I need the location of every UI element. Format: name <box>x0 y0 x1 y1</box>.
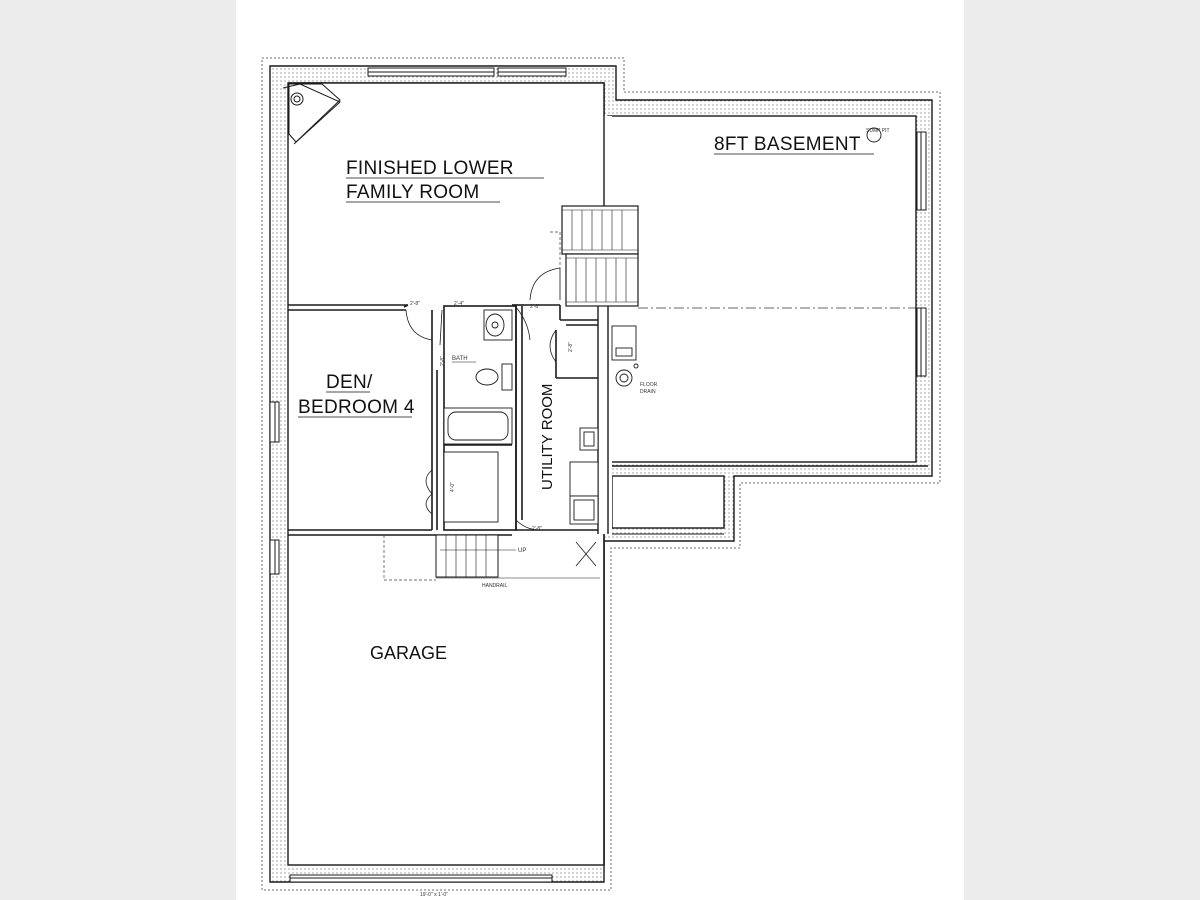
den-label-1: DEN/ <box>326 372 373 393</box>
bath-label: BATH <box>452 356 468 362</box>
door-dim-2: 2'-4" <box>454 301 464 307</box>
door-dim-4: 2'-8" <box>440 356 446 366</box>
basement-label: 8FT BASEMENT <box>714 134 861 155</box>
stair-treads <box>562 209 638 303</box>
handrail-note: HANDRAIL <box>482 583 508 589</box>
family-room-label-1: FINISHED LOWER <box>346 158 514 179</box>
family-room-label-2: FAMILY ROOM <box>346 182 480 203</box>
stair-lower <box>435 534 499 578</box>
floor-plan-sheet: FINISHED LOWER FAMILY ROOM 8FT BASEMENT … <box>236 0 964 900</box>
door-dim-3: 2'-8" <box>530 304 540 310</box>
utility-fixtures <box>569 127 882 525</box>
fireplace <box>282 83 341 145</box>
door-dim-6: 4'-0" <box>450 482 456 492</box>
sump-pit-note: SUMP PIT <box>866 128 890 134</box>
floor-drain-note-2: DRAIN <box>640 389 656 395</box>
floor-opening-x <box>575 541 597 567</box>
door-dim-5: 2'-8" <box>568 342 574 352</box>
floor-drain-note-1: FLOOR <box>640 382 658 388</box>
den-label-2: BEDROOM 4 <box>298 397 415 418</box>
bath-fixtures <box>443 309 513 523</box>
garage-label: GARAGE <box>370 643 447 663</box>
bottom-dimension: 19'-0" x 1'-0" <box>420 892 448 898</box>
footprint-dashed-outline <box>261 57 941 891</box>
door-dim-7: 2'-8" <box>532 526 542 532</box>
floor-plan-drawing: FINISHED LOWER FAMILY ROOM 8FT BASEMENT … <box>261 57 941 898</box>
windows <box>269 67 927 883</box>
stair-up-note: UP <box>518 548 526 554</box>
door-dim-1: 2'-8" <box>410 301 420 307</box>
stair-upper <box>561 205 639 307</box>
utility-room-label: UTILITY ROOM <box>539 384 556 490</box>
